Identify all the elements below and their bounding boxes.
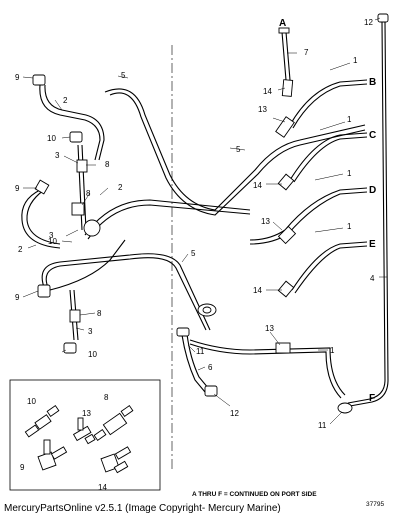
callout-2-c: 2 [18,245,23,254]
callout-5-b: 5 [121,71,126,80]
footer-copyright: MercuryPartsOnline v2.5.1 (Image Copyrig… [4,503,281,514]
fitting-8-icon [93,405,134,441]
hose-7 [278,27,294,97]
fitting-center [197,303,217,317]
callout-14-a: 14 [263,87,272,96]
callout-6: 6 [208,363,213,372]
callout-2-b: 2 [118,183,123,192]
fitting-9-icon [37,439,68,471]
letter-f: F [369,393,375,404]
callout-14-b: 14 [253,181,262,190]
continuation-note: A THRU F = CONTINUED ON PORT SIDE [192,491,317,498]
legend-callout-14: 14 [98,483,107,492]
callout-12-bottom: 12 [230,409,239,418]
hoses-left-cluster [21,74,251,354]
callout-1-b: 1 [353,56,358,65]
callout-1-f: 1 [330,346,335,355]
letter-b: B [369,77,376,88]
letter-d: D [369,185,376,196]
legend-callout-10: 10 [27,397,36,406]
callout-10-b: 10 [48,237,57,246]
callout-7: 7 [304,48,309,57]
fitting-10-icon [24,405,60,438]
fitting-14-icon [100,446,132,474]
legend-callout-8: 8 [104,393,109,402]
callout-13-c: 13 [265,324,274,333]
callout-8-c: 8 [97,309,102,318]
callout-13-b: 13 [261,217,270,226]
letter-c: C [369,130,376,141]
letter-e: E [369,239,376,250]
callout-1-c: 1 [347,115,352,124]
callout-4: 4 [370,274,375,283]
callout-11-right: 11 [318,421,327,430]
callout-10-a: 10 [47,134,56,143]
callout-5-c: 5 [191,249,196,258]
fitting-11-right [337,402,353,414]
letter-a: A [279,18,286,29]
callout-14-c: 14 [253,286,262,295]
fitting-13-icon [72,417,96,445]
figure-number: 37795 [366,501,384,508]
callout-2-a: 2 [63,96,68,105]
callout-1-d: 1 [347,169,352,178]
callout-12-top: 12 [364,18,373,27]
callout-1-e: 1 [347,222,352,231]
hoses-1 [189,79,368,399]
hose-5-upper [104,88,366,216]
leader-lines [22,17,387,425]
hose-4 [347,13,389,407]
callout-9-c: 9 [15,293,20,302]
callout-8-a: 8 [105,160,110,169]
callout-3-c: 3 [88,327,93,336]
callout-9-b: 9 [15,184,20,193]
legend-callout-13: 13 [82,409,91,418]
legend-callout-9: 9 [20,463,25,472]
callout-13-a: 13 [258,105,267,114]
callout-11-left: 11 [196,347,205,356]
callout-5-a: 5 [236,145,241,154]
callout-8-b: 8 [86,189,91,198]
callout-10-c: 10 [88,350,97,359]
callout-3-b: 3 [49,231,54,240]
hose-6 [176,327,218,397]
callout-9-a: 9 [15,73,20,82]
callout-3-a: 3 [55,151,60,160]
fittings-legend-box: 10 8 13 9 14 [9,379,161,492]
